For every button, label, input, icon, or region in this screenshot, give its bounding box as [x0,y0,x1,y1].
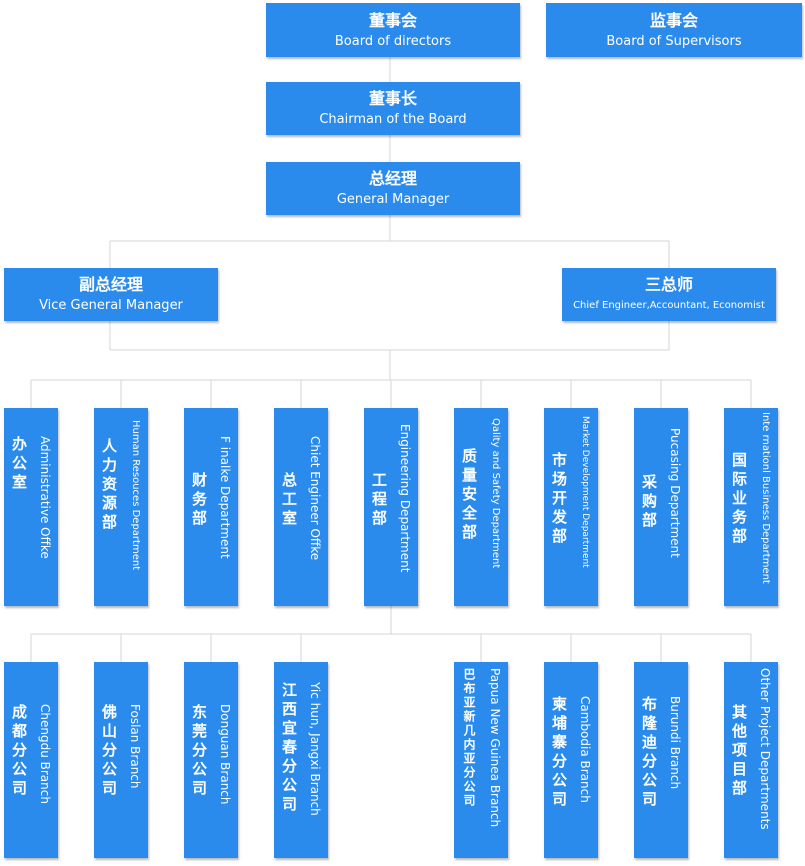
branch-box: 布隆迪分公司 Burundi Branch [634,662,688,858]
branch-zh: 柬埔寨分公司 [550,696,568,810]
chairman-en: Chairman of the Board [319,112,467,127]
dept-en: Inte rnationl Business Department [760,412,771,584]
branch-zh: 东莞分公司 [190,704,208,799]
vice-general-manager-box: 副总经理 Vice General Manager [4,268,218,321]
branch-en: Burundi Branch [668,696,682,790]
board-en: Board of directors [334,33,452,49]
branch-box: 柬埔寨分公司 Cambodia Branch [544,662,598,858]
vgm-en: Vice General Manager [39,298,183,313]
chairman-box: 董事长 Chairman of the Board [266,82,520,135]
dept-zh: 国际业务部 [730,452,748,547]
gm-en: General Manager [336,192,450,207]
department-box: 财务部 F inalke Department [184,408,238,606]
dept-zh: 人力资源部 [100,438,118,533]
supervisors-zh: 监事会 [649,10,698,30]
dept-en: Administrative Offke [38,436,52,559]
department-box: 工程部 Engineering Department [364,408,418,606]
branch-en: Chengdu Branch [38,704,52,804]
department-box: 办公室 Administrative Offke [4,408,58,606]
dept-en: F inalke Department [218,436,232,559]
dept-en: Market Development Department [580,416,590,568]
dept-zh: 总工室 [280,472,298,529]
department-box: 市场开发部 Market Development Department [544,408,598,606]
department-box: 国际业务部 Inte rnationl Business Department [724,408,778,606]
dept-en: Human Resouces Department [130,420,141,571]
chief-engineer-box: 三总师 Chief Engineer,Accountant, Economist [562,268,776,321]
branch-en: Yic hun, Jangxi Branch [308,682,322,816]
department-box: 质量安全部 Qality and Safety Department [454,408,508,606]
chief-en: Chief Engineer,Accountant, Economist [573,300,765,311]
branch-en: Other Project Departments [758,668,772,830]
dept-en: Qality and Safety Department [490,418,501,569]
vgm-zh: 副总经理 [78,275,143,294]
branch-zh: 成都分公司 [10,704,28,799]
branch-en: Papua New Guinea Branch [488,668,502,828]
chief-zh: 三总师 [644,275,693,294]
branch-box: 巴布亚新几内亚分公司 Papua New Guinea Branch [454,662,508,858]
branch-box: 其他项目部 Other Project Departments [724,662,778,858]
department-box: 采购部 Pucasing Department [634,408,688,606]
branch-zh: 佛山分公司 [100,704,118,799]
department-box: 总工室 Chiet Engineer Offke [274,408,328,606]
dept-en: Pucasing Department [668,428,682,558]
dept-zh: 质量安全部 [460,448,478,543]
department-box: 人力资源部 Human Resouces Department [94,408,148,606]
dept-zh: 工程部 [370,472,388,529]
supervisors-en: Board of Supervisors [606,33,742,49]
branch-zh: 巴布亚新几内亚分公司 [462,668,476,808]
branch-box: 佛山分公司 Foslan Branch [94,662,148,858]
dept-zh: 采购部 [640,474,658,531]
branch-box: 江西宜春分公司 Yic hun, Jangxi Branch [274,662,328,858]
general-manager-box: 总经理 General Manager [266,162,520,215]
branch-zh: 其他项目部 [730,704,748,799]
chairman-zh: 董事长 [368,89,417,108]
branch-zh: 江西宜春分公司 [280,682,298,815]
branch-box: 东莞分公司 Donguan Branch [184,662,238,858]
branch-en: Cambodia Branch [578,696,592,803]
dept-zh: 办公室 [10,436,28,493]
gm-zh: 总经理 [368,169,417,188]
branch-zh: 布隆迪分公司 [640,696,658,810]
dept-en: Engineering Department [398,424,412,573]
board-zh: 董事会 [368,10,417,30]
dept-en: Chiet Engineer Offke [308,436,322,561]
branch-en: Foslan Branch [128,704,142,789]
branch-box: 成都分公司 Chengdu Branch [4,662,58,858]
board-of-directors-box: 董事会 Board of directors [266,3,520,57]
branch-en: Donguan Branch [218,704,232,805]
board-of-supervisors-box: 监事会 Board of Supervisors [546,3,802,57]
dept-zh: 财务部 [190,472,208,529]
dept-zh: 市场开发部 [550,452,568,547]
